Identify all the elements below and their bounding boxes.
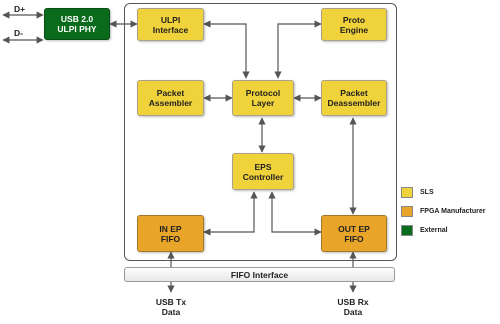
legend-swatch-fpga — [401, 206, 413, 217]
out-ep-fifo-block: OUT EP FIFO — [321, 215, 387, 252]
fifo-interface-bar: FIFO Interface — [124, 267, 395, 282]
legend-swatch-sls — [401, 187, 413, 198]
proto-engine-block: Proto Engine — [321, 8, 387, 41]
packet-deassembler-block: Packet Deassembler — [321, 80, 387, 116]
ulpi-interface-block: ULPI Interface — [137, 8, 204, 41]
packet-assembler-block: Packet Assembler — [137, 80, 204, 116]
usb-phy-block: USB 2.0 ULPI PHY — [44, 8, 110, 40]
dplus-label: D+ — [14, 4, 26, 14]
legend-label-fpga: FPGA Manufacturer — [420, 208, 486, 215]
usb-tx-data-label: USB Tx Data — [155, 297, 187, 317]
protocol-layer-block: Protocol Layer — [232, 80, 294, 116]
legend-label-external: External — [420, 227, 448, 234]
legend-label-sls: SLS — [420, 189, 434, 196]
usb-rx-data-label: USB Rx Data — [337, 297, 369, 317]
in-ep-fifo-block: IN EP FIFO — [137, 215, 204, 252]
dminus-label: D- — [14, 28, 23, 38]
legend-swatch-external — [401, 225, 413, 236]
eps-controller-block: EPS Controller — [232, 153, 294, 190]
